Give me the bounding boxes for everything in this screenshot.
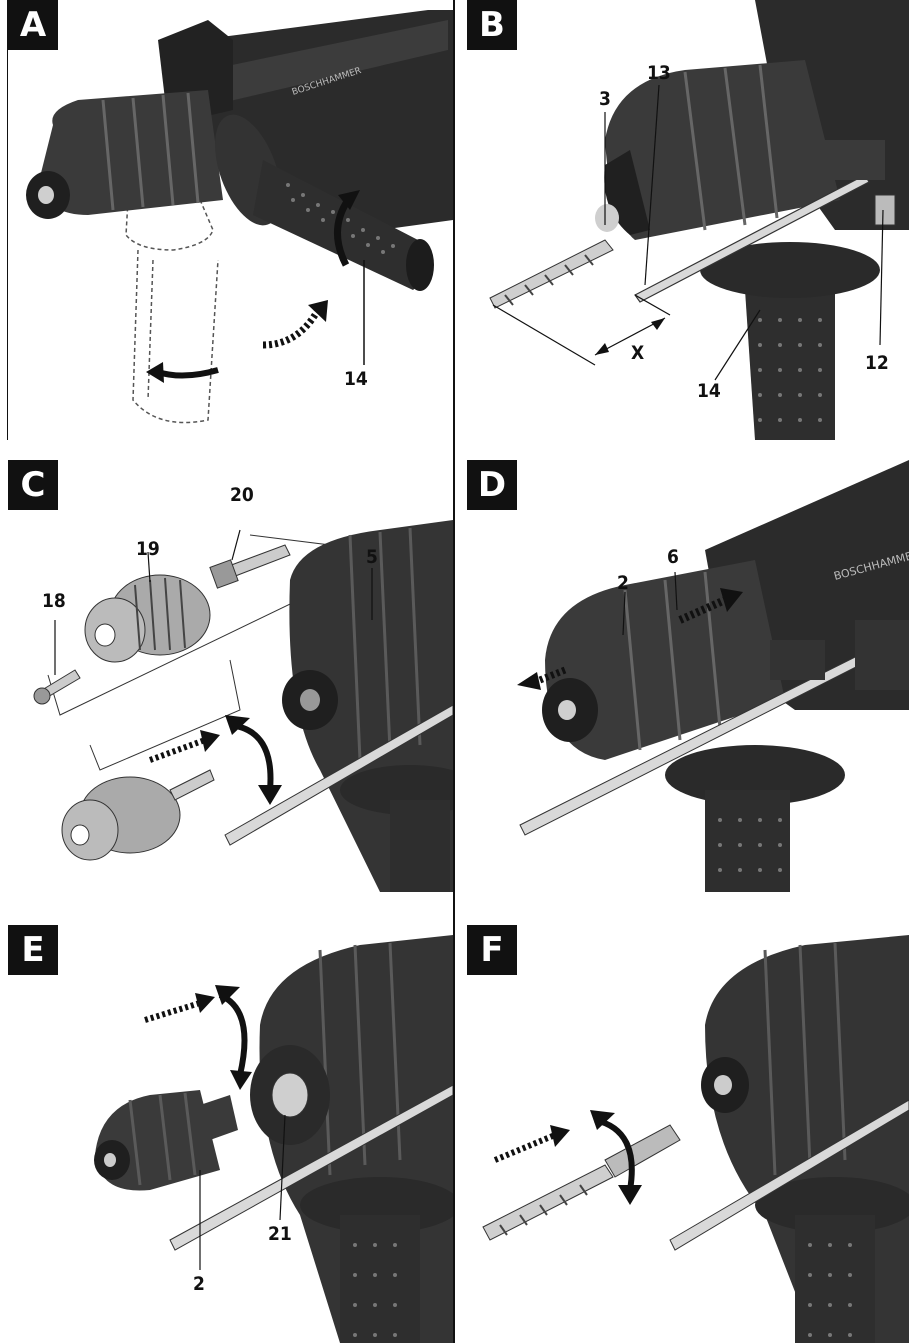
panel-d-illustration: BOSCHHAMMER <box>517 460 909 892</box>
rotate-arrow <box>218 992 248 1076</box>
panel-e-badge: E <box>8 925 58 975</box>
depth-stop-rod <box>224 704 453 846</box>
side-handle <box>745 290 835 440</box>
panel-a-illustration: BOSCHHAMMER <box>26 10 453 424</box>
panel-a-badge: A <box>8 0 58 50</box>
divider-vertical <box>453 0 455 1343</box>
panel-e-illustration <box>94 935 453 1343</box>
panel-c-badge: C <box>8 460 58 510</box>
panel-c-illustration <box>33 520 453 892</box>
panel-e: E 21 2 <box>0 915 453 1343</box>
label-18: 18 <box>42 590 66 612</box>
label-13: 13 <box>647 62 671 84</box>
insert-arrow <box>493 1132 557 1163</box>
insert-arrow <box>148 737 207 763</box>
panel-b-illustration <box>489 0 909 440</box>
panel-d: BOSCHHAMMER D 2 6 <box>455 460 909 892</box>
tool-chuck <box>545 560 785 760</box>
rotate-arrow-handle <box>334 198 351 267</box>
panel-c: C 20 19 18 5 <box>0 460 453 892</box>
drill-bit <box>482 1164 614 1241</box>
rotate-arrow <box>229 722 274 791</box>
ghost-handle <box>125 190 219 424</box>
swing-arrow-lower <box>157 367 219 379</box>
swing-arrow <box>262 308 322 349</box>
label-19: 19 <box>136 538 160 560</box>
insert-arrow <box>144 1000 201 1023</box>
panel-f: F <box>455 915 909 1343</box>
label-14: 14 <box>344 368 368 390</box>
label-6: 6 <box>667 546 679 568</box>
panel-f-illustration <box>482 935 909 1343</box>
label-3: 3 <box>599 88 611 110</box>
divider-top-left-edge <box>7 0 8 440</box>
chuck-opening <box>271 1072 309 1118</box>
panel-f-badge: F <box>467 925 517 975</box>
depth-stop-rod <box>519 629 909 836</box>
label-21: 21 <box>268 1223 292 1245</box>
label-2: 2 <box>193 1273 205 1295</box>
panel-a: BOSCHHAMMER A 14 <box>8 0 453 440</box>
depth-stop-rod <box>634 174 870 303</box>
label-12: 12 <box>865 352 889 374</box>
label-2: 2 <box>617 572 629 594</box>
label-5: 5 <box>366 546 378 568</box>
depth-stop-rod <box>669 1099 909 1251</box>
panel-b-badge: B <box>467 0 517 50</box>
tool-chuck <box>605 60 840 240</box>
slide-arrow-back <box>678 596 727 624</box>
pull-arrow-front <box>533 666 567 686</box>
tool-chuck <box>38 90 223 215</box>
label-x: X <box>631 342 645 364</box>
panel-b: B 3 13 X 14 12 <box>455 0 909 440</box>
label-14: 14 <box>697 380 721 402</box>
panel-d-badge: D <box>467 460 517 510</box>
depth-stop-rod <box>169 1084 453 1251</box>
label-20: 20 <box>230 484 254 506</box>
